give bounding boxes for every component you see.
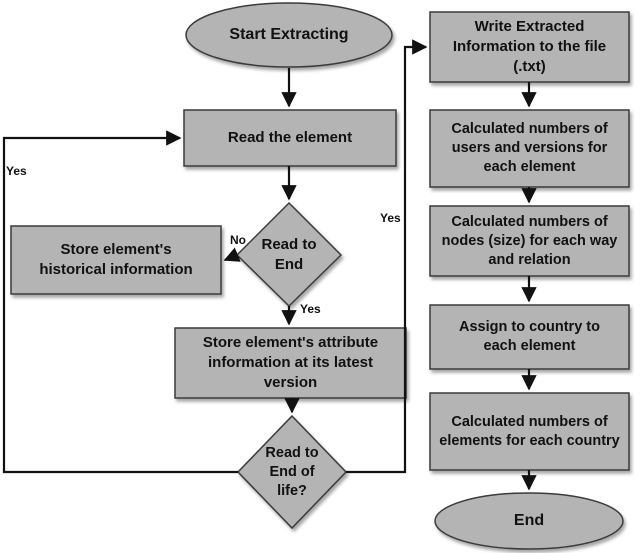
assign-country-label: Assign to country to each element	[459, 319, 600, 354]
yes-read-to-end-label: Yes	[300, 302, 321, 316]
end-terminal	[434, 492, 624, 550]
arrow-loop-back-yes	[2, 130, 238, 474]
no-label: No	[230, 233, 246, 247]
end-label: End	[513, 512, 545, 529]
calc-elements-country-label: Calculated numbers of elements for each …	[439, 413, 620, 449]
start-label: Start Extracting	[229, 26, 349, 43]
calc-users-versions-box	[429, 109, 630, 188]
read-element-label: Read the element	[227, 129, 353, 146]
store-historical-box	[10, 225, 222, 295]
store-attribute-label: Store element's attribute information at…	[202, 334, 379, 391]
calc-users-versions-label: Calculated numbers of users and versions…	[451, 121, 608, 175]
end-of-life-label: Read to End of life?	[265, 444, 319, 499]
read-to-end-label: Read to End	[261, 236, 317, 273]
arrow-endoflife-to-write	[346, 39, 428, 474]
calc-elements-country-box	[429, 392, 630, 471]
store-attribute-box	[174, 327, 407, 399]
yes-to-write-label: Yes	[380, 211, 401, 225]
arrow-no-to-historical	[223, 247, 241, 262]
start-terminal	[185, 2, 393, 68]
store-historical-label: Store element's historical information	[39, 241, 193, 278]
write-file-box	[429, 11, 630, 83]
yes-loop-back-label: Yes	[6, 164, 27, 178]
write-file-label: Write Extracted Information to the file …	[452, 18, 607, 75]
end-of-life-decision	[236, 414, 348, 530]
calc-nodes-size-label: Calculated numbers of nodes (size) for e…	[441, 213, 618, 268]
read-element-box	[183, 109, 397, 167]
